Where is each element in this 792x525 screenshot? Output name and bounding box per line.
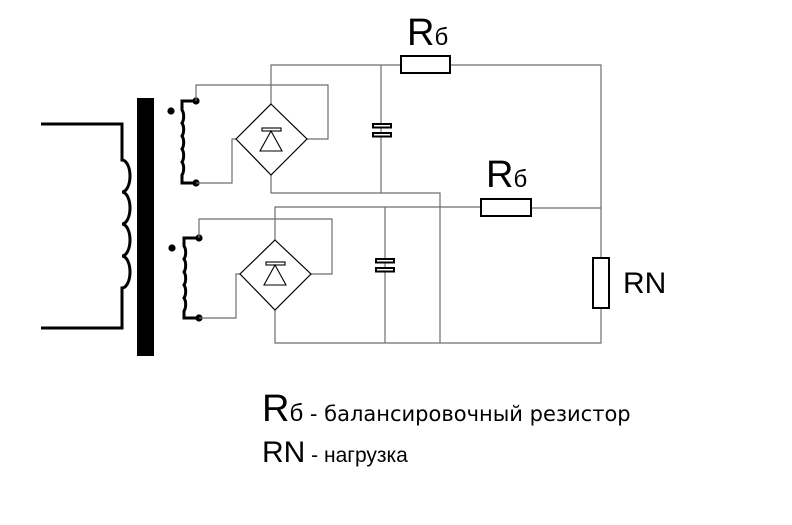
bridge-rectifier-1 (235, 103, 308, 176)
wires-upper (195, 64, 602, 343)
legend-symbol-subscript: б (289, 400, 304, 427)
diode-triangle-icon (263, 263, 287, 286)
wires-lower (198, 206, 602, 344)
polarity-dot (167, 107, 175, 115)
capacitor-1 (372, 123, 392, 138)
rb-top-label: Rб (407, 12, 448, 54)
diode-triangle-icon (259, 129, 283, 152)
diode-bar-icon (261, 127, 282, 132)
polarity-dot (168, 244, 176, 252)
balancing-resistor-middle (480, 198, 532, 217)
legend-symbol: R (262, 388, 290, 430)
load-resistor (592, 257, 610, 309)
legend-text: - балансировочный резистор (303, 402, 631, 426)
legend-text: - нагрузка (305, 444, 408, 467)
transformer-core (137, 98, 154, 356)
capacitor-2 (375, 258, 395, 273)
transformer-secondary-winding-1 (167, 97, 200, 187)
bridge-rectifier-2 (239, 239, 312, 311)
legend-item-balancing-resistor: Rб - балансировочный резистор (262, 388, 631, 431)
rn-label: RN (623, 267, 666, 300)
transformer-secondary-winding-2 (168, 234, 203, 322)
balancing-resistor-top (400, 55, 451, 74)
transformer-primary-winding (41, 122, 132, 330)
legend-item-load: RN - нагрузка (262, 436, 408, 470)
diode-bar-icon (265, 261, 286, 266)
rb-middle-label: Rб (486, 154, 527, 196)
legend-symbol: RN (262, 436, 306, 469)
